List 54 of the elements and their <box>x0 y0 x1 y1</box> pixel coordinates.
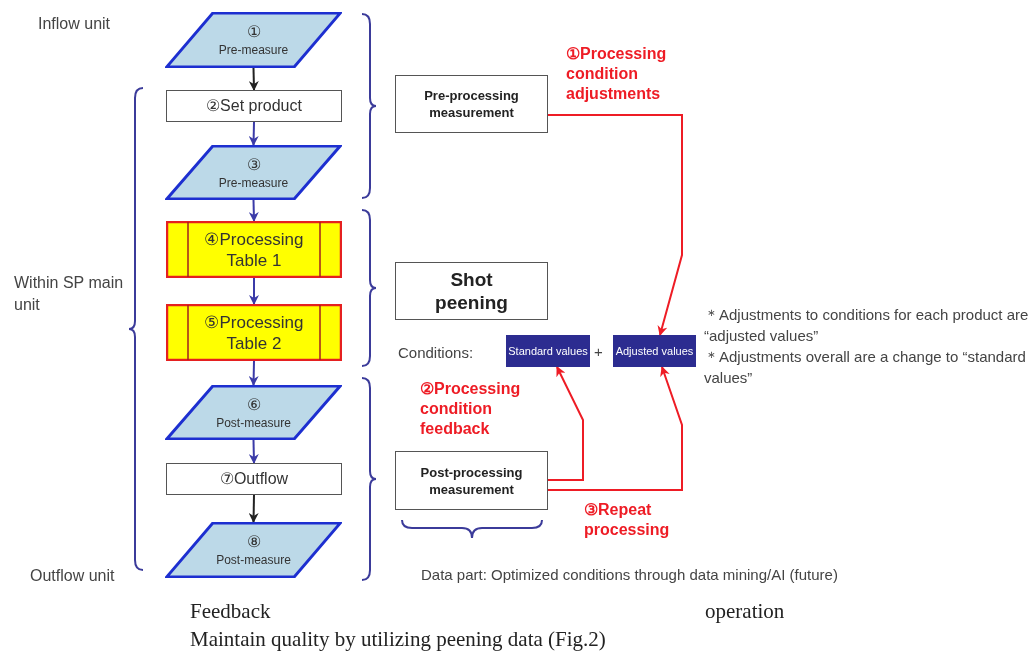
arrow <box>248 121 259 146</box>
node-text: Adjusted values <box>615 344 694 358</box>
plus-sign: + <box>594 342 604 362</box>
caption-text: Feedback <box>190 598 272 625</box>
node-text: Pre-measure <box>218 174 289 191</box>
node-text: ① <box>246 22 261 42</box>
arrow <box>248 439 259 464</box>
note-text: Data part: Optimized conditions through data mining/AI (future) <box>421 565 839 585</box>
process-box <box>395 262 548 320</box>
value-box <box>613 335 696 367</box>
measure-parallelogram <box>165 522 342 578</box>
node-text: Shot peening <box>434 268 509 314</box>
node-text: Pre-measure <box>218 42 289 58</box>
caption-text: Maintain quality by utilizing peening data (Fig.2) <box>190 626 606 653</box>
arrow <box>249 277 259 305</box>
arrow <box>248 360 259 386</box>
arrow <box>248 67 259 91</box>
arrow <box>547 366 584 481</box>
processing-table-box <box>166 221 342 278</box>
arrow <box>547 114 683 336</box>
process-box <box>166 90 342 122</box>
node-text: Standard values <box>508 344 588 358</box>
arrow <box>547 366 683 491</box>
unit-label: Inflow unit <box>38 14 112 34</box>
node-text: ③ <box>246 154 261 175</box>
node-text: ⑧ <box>246 532 261 552</box>
note-text: ＊Adjustments to conditions for each product are “adjusted values” <box>704 305 1030 346</box>
node-text: ⑦Outflow <box>219 469 289 489</box>
node-text: ⑤Processing Table 2 <box>203 311 305 354</box>
edge-label: ③Repeat processing <box>584 500 671 540</box>
arrow <box>248 199 259 222</box>
note-text: ＊Adjustments overall are a change to “standard values” <box>704 347 1027 388</box>
process-box <box>166 463 342 495</box>
node-text: ⑥ <box>246 394 261 415</box>
measurement-box <box>395 451 548 510</box>
measure-parallelogram <box>165 12 342 68</box>
measure-parallelogram <box>165 145 342 200</box>
value-box <box>506 335 590 367</box>
caption-text: operation <box>705 598 786 625</box>
unit-label: Within SP main unit <box>14 273 124 315</box>
node-text: Post-measure <box>216 414 291 431</box>
node-text: Post-measure <box>216 552 291 568</box>
measure-parallelogram <box>165 385 342 440</box>
node-text: ②Set product <box>206 96 302 116</box>
conditions-label: Conditions: <box>398 343 475 363</box>
arrow <box>248 494 259 523</box>
node-text: ④Processing Table 1 <box>203 228 305 271</box>
processing-table-box <box>166 304 342 361</box>
node-text: Post-processing measurement <box>419 463 524 498</box>
unit-label: Outflow unit <box>30 566 116 586</box>
edge-label: ①Processing condition adjustments <box>566 44 668 104</box>
edge-label: ②Processing condition feedback <box>420 379 522 439</box>
measurement-box <box>395 75 548 133</box>
node-text: Pre-processing measurement <box>423 87 520 121</box>
